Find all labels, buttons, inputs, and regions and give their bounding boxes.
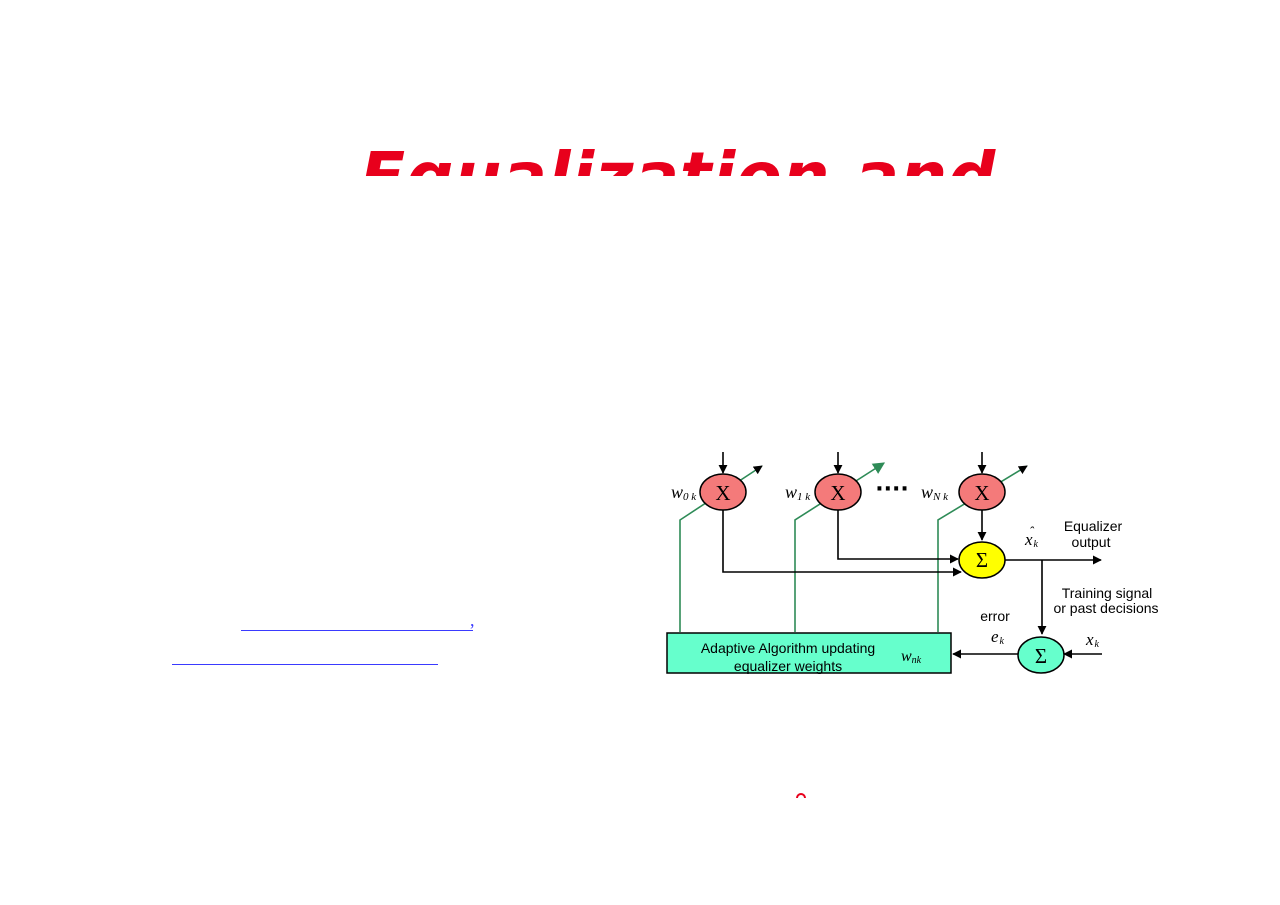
training-label-line1: Training signal — [1062, 585, 1153, 601]
multiplier-symbol: X — [715, 481, 730, 505]
hyperlink-underline-1[interactable] — [241, 630, 473, 631]
weight-label-1: w1 k — [785, 482, 811, 503]
training-label-line2: or past decisions — [1053, 600, 1158, 616]
output-labels: ˆ xk Equalizer output — [1024, 518, 1123, 550]
output-label-line2: output — [1072, 534, 1111, 550]
error-labels: error ek — [980, 608, 1010, 647]
algorithm-label-line1: Adaptive Algorithm updating — [701, 640, 875, 656]
input-arrows — [718, 452, 987, 474]
output-label-line1: Equalizer — [1064, 518, 1123, 534]
error-summer-symbol: Σ — [1035, 644, 1047, 668]
slide-title: Equalization and — [360, 144, 996, 177]
red-bullet-mark — [796, 793, 806, 798]
multiplier-node — [958, 473, 1006, 511]
title-region: Equalization and — [0, 130, 1280, 177]
ellipsis-dots: ···· — [875, 477, 908, 502]
algorithm-weight-label: wnk — [901, 648, 922, 666]
summer-node — [958, 541, 1006, 579]
algorithm-label-line2: equalizer weights — [734, 658, 842, 674]
multiplier-node — [814, 473, 862, 511]
multiplier-symbol: X — [830, 481, 845, 505]
error-summer: Σ — [1017, 636, 1065, 674]
algorithm-box — [666, 632, 952, 674]
output-summer: Σ — [958, 541, 1006, 579]
path-mult1-to-summer — [837, 510, 959, 564]
weight-label-n: wN k — [921, 482, 949, 503]
multiplier-0: X w0 k — [671, 473, 747, 511]
error-summer-node — [1017, 636, 1065, 674]
multiplier-n: X wN k — [921, 473, 1006, 511]
path-mult0-to-summer — [722, 510, 962, 577]
training-labels: Training signal or past decisions xk — [1053, 585, 1158, 650]
adaptive-algorithm-block: Adaptive Algorithm updating equalizer we… — [666, 632, 952, 674]
multiplier-symbol: X — [974, 481, 989, 505]
hyperlink-underline-2[interactable] — [172, 664, 438, 665]
output-symbol: xk — [1024, 530, 1039, 550]
red-mark-region — [794, 793, 810, 798]
output-hat: ˆ — [1029, 525, 1035, 540]
multiplier-node — [699, 473, 747, 511]
error-symbol: ek — [991, 627, 1005, 647]
signal-paths — [722, 510, 1102, 659]
reference-symbol: xk — [1085, 630, 1100, 650]
hyperlink-comma: , — [470, 610, 475, 630]
summer-symbol: Σ — [976, 548, 988, 572]
error-label: error — [980, 608, 1010, 624]
multiplier-1: X w1 k — [785, 473, 862, 511]
weight-label-0: w0 k — [671, 482, 697, 503]
